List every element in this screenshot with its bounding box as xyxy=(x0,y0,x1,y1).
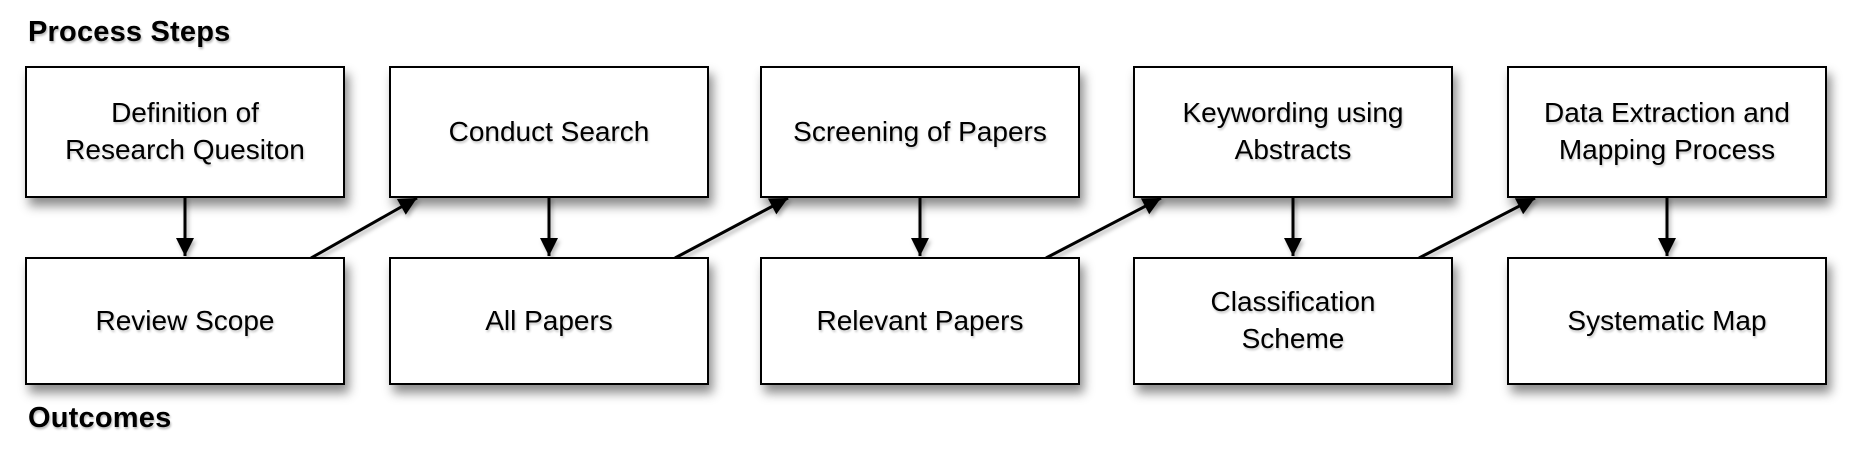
process-step-label: Conduct Search xyxy=(448,115,650,147)
process-step-box-keywording: Keywording using Abstracts xyxy=(1133,66,1453,198)
outcome-box-all-papers: All Papers xyxy=(389,257,709,385)
process-step-label: Keywording using Abstracts xyxy=(1182,97,1404,165)
flow-arrow-up-right xyxy=(310,196,418,260)
flow-arrow-up-right xyxy=(1045,196,1162,260)
process-step-label: Data Extraction and Mapping Process xyxy=(1544,97,1790,165)
outcome-label: Classification Scheme xyxy=(1210,286,1376,354)
process-step-box-definition: Definition of Research Quesiton xyxy=(25,66,345,198)
process-step-label: Screening of Papers xyxy=(793,115,1047,147)
process-step-box-conduct-search: Conduct Search xyxy=(389,66,709,198)
flow-arrow-up-right xyxy=(674,196,789,260)
outcome-label: Review Scope xyxy=(95,304,275,336)
outcome-box-relevant-papers: Relevant Papers xyxy=(760,257,1080,385)
process-step-box-screening: Screening of Papers xyxy=(760,66,1080,198)
process-steps-heading: Process Steps xyxy=(28,16,231,48)
outcome-label: Systematic Map xyxy=(1567,304,1767,336)
process-step-label: Definition of Research Quesiton xyxy=(65,97,305,165)
outcome-box-review-scope: Review Scope xyxy=(25,257,345,385)
outcome-box-systematic-map: Systematic Map xyxy=(1507,257,1827,385)
outcome-label: Relevant Papers xyxy=(816,304,1024,336)
outcome-box-classification-scheme: Classification Scheme xyxy=(1133,257,1453,385)
flow-arrow-up-right xyxy=(1418,196,1536,260)
outcome-label: All Papers xyxy=(485,304,613,336)
process-step-box-data-extraction: Data Extraction and Mapping Process xyxy=(1507,66,1827,198)
outcomes-heading: Outcomes xyxy=(28,402,172,434)
